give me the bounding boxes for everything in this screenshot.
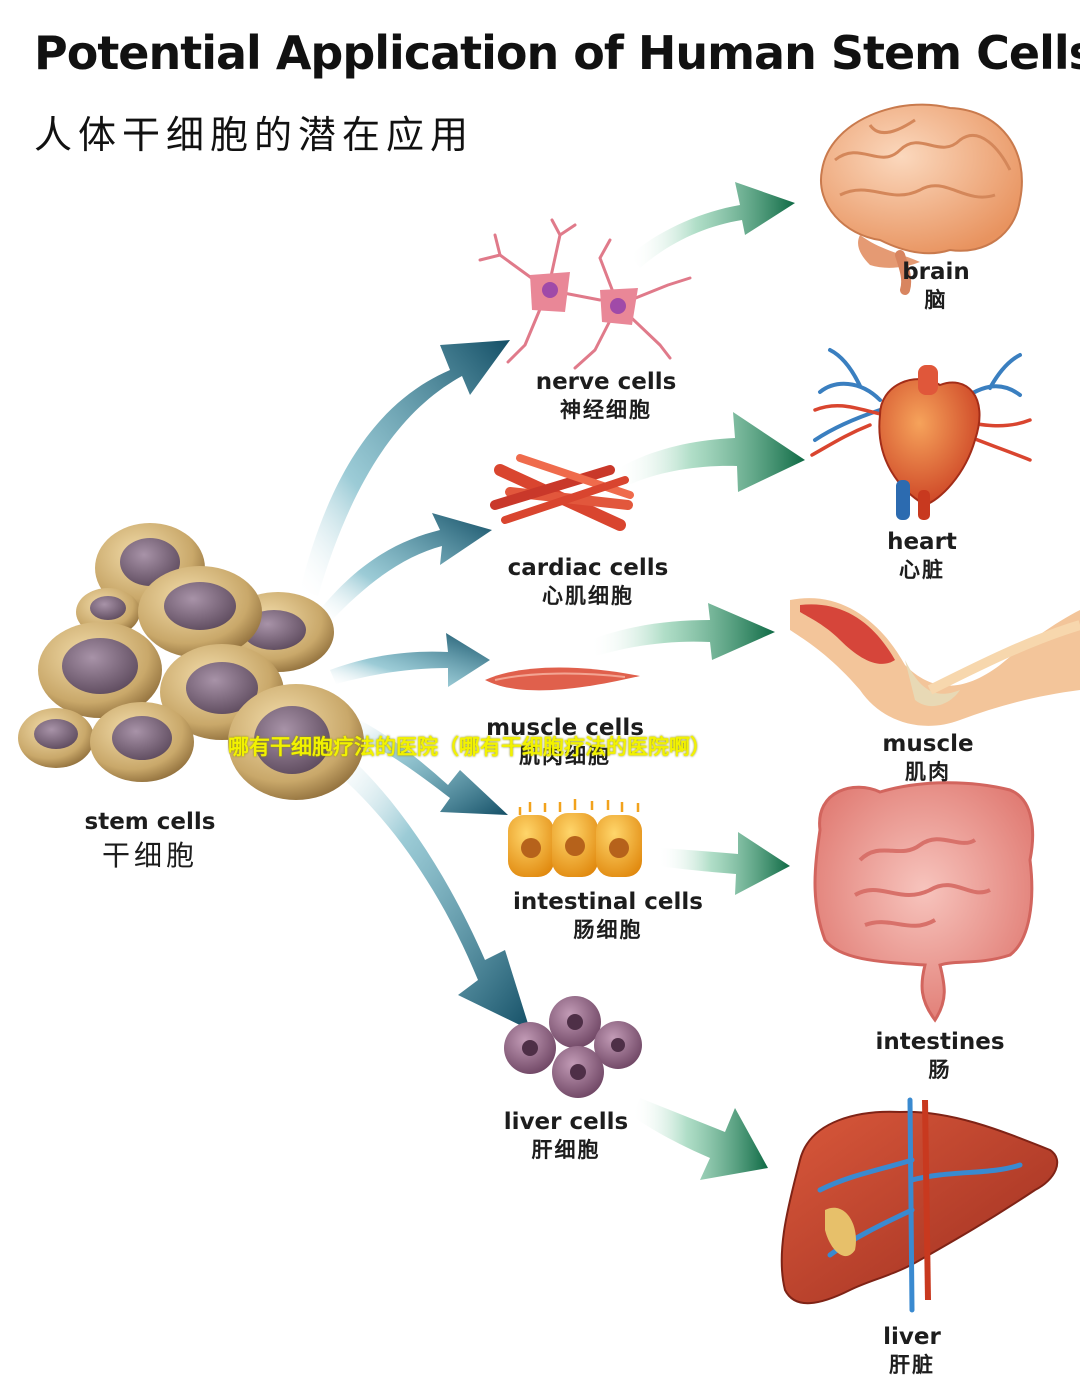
label-intestines: intestines 肠	[875, 1028, 1004, 1084]
label-zh: 干细胞	[101, 839, 199, 872]
arrow-to-heart	[615, 412, 805, 492]
label-intestinal-cells: intestinal cells 肠细胞	[513, 888, 703, 944]
label-en: muscle cells	[486, 715, 644, 741]
muscle-fiber-icon	[485, 667, 640, 691]
label-en: liver cells	[503, 1109, 629, 1135]
label-en: cardiac cells	[507, 555, 669, 581]
label-zh: 肠细胞	[573, 918, 643, 942]
stem-cell-cluster-icon	[18, 523, 364, 800]
label-en: muscle	[882, 731, 974, 757]
label-brain: brain 脑	[902, 258, 970, 314]
page-title: Potential Application of Human Stem Cell…	[34, 26, 1080, 80]
arrows-stem-to-cells	[300, 340, 530, 1030]
label-muscle: muscle 肌肉	[882, 730, 973, 786]
arrow-to-brain	[630, 182, 795, 268]
arrow-to-muscle	[330, 633, 490, 687]
label-en: intestinal cells	[513, 889, 703, 915]
arrow-to-nerve	[300, 340, 510, 596]
intestinal-epithelium-icon	[508, 799, 642, 877]
label-liver-cells: liver cells 肝细胞	[504, 1108, 628, 1164]
label-zh: 神经细胞	[559, 398, 652, 422]
arrow-to-intestines	[658, 832, 790, 895]
page-subtitle: 人体干细胞的潜在应用	[34, 113, 475, 157]
label-nerve-cells: nerve cells 神经细胞	[536, 368, 677, 424]
arrow-to-liver	[326, 748, 530, 1030]
label-zh: 心肌细胞	[541, 584, 634, 608]
label-liver: liver 肝脏	[883, 1323, 941, 1379]
overlay-caption: 哪有干细胞疗法的医院（哪有干细胞疗法的医院啊）	[228, 735, 711, 759]
label-en: liver	[883, 1324, 941, 1350]
label-zh: 肠	[928, 1058, 952, 1082]
label-stem-cells: stem cells 干细胞	[85, 808, 216, 876]
label-en: heart	[887, 529, 957, 555]
neuron-icon	[478, 218, 692, 370]
label-muscle-cells: muscle cells 肌肉细胞	[486, 714, 644, 770]
arrow-to-intestinal	[346, 716, 508, 815]
label-zh: 脑	[924, 288, 948, 312]
label-zh: 心脏	[899, 558, 945, 582]
arrow-to-muscle-organ	[590, 603, 775, 660]
arrows-cells-to-organs	[590, 182, 805, 1180]
label-zh: 肌肉	[905, 760, 951, 784]
label-zh: 肝细胞	[531, 1138, 601, 1162]
label-cardiac-cells: cardiac cells 心肌细胞	[508, 554, 669, 610]
label-zh: 肌肉细胞	[518, 744, 611, 768]
heart-icon	[810, 348, 1032, 520]
label-heart: heart 心脏	[887, 528, 957, 584]
arrow-to-liver-organ	[632, 1098, 768, 1180]
label-en: stem cells	[84, 809, 216, 835]
label-zh: 肝脏	[888, 1353, 935, 1377]
hepatocytes-icon	[504, 996, 642, 1098]
label-en: nerve cells	[535, 369, 677, 395]
intestines-icon	[813, 781, 1035, 1023]
liver-icon	[780, 1097, 1059, 1313]
label-en: intestines	[875, 1029, 1005, 1055]
cardiac-fibers-icon	[490, 454, 634, 531]
brain-icon	[819, 103, 1023, 295]
arm-muscle-icon	[790, 598, 1080, 726]
label-en: brain	[902, 259, 970, 285]
arrow-to-cardiac	[318, 513, 492, 622]
